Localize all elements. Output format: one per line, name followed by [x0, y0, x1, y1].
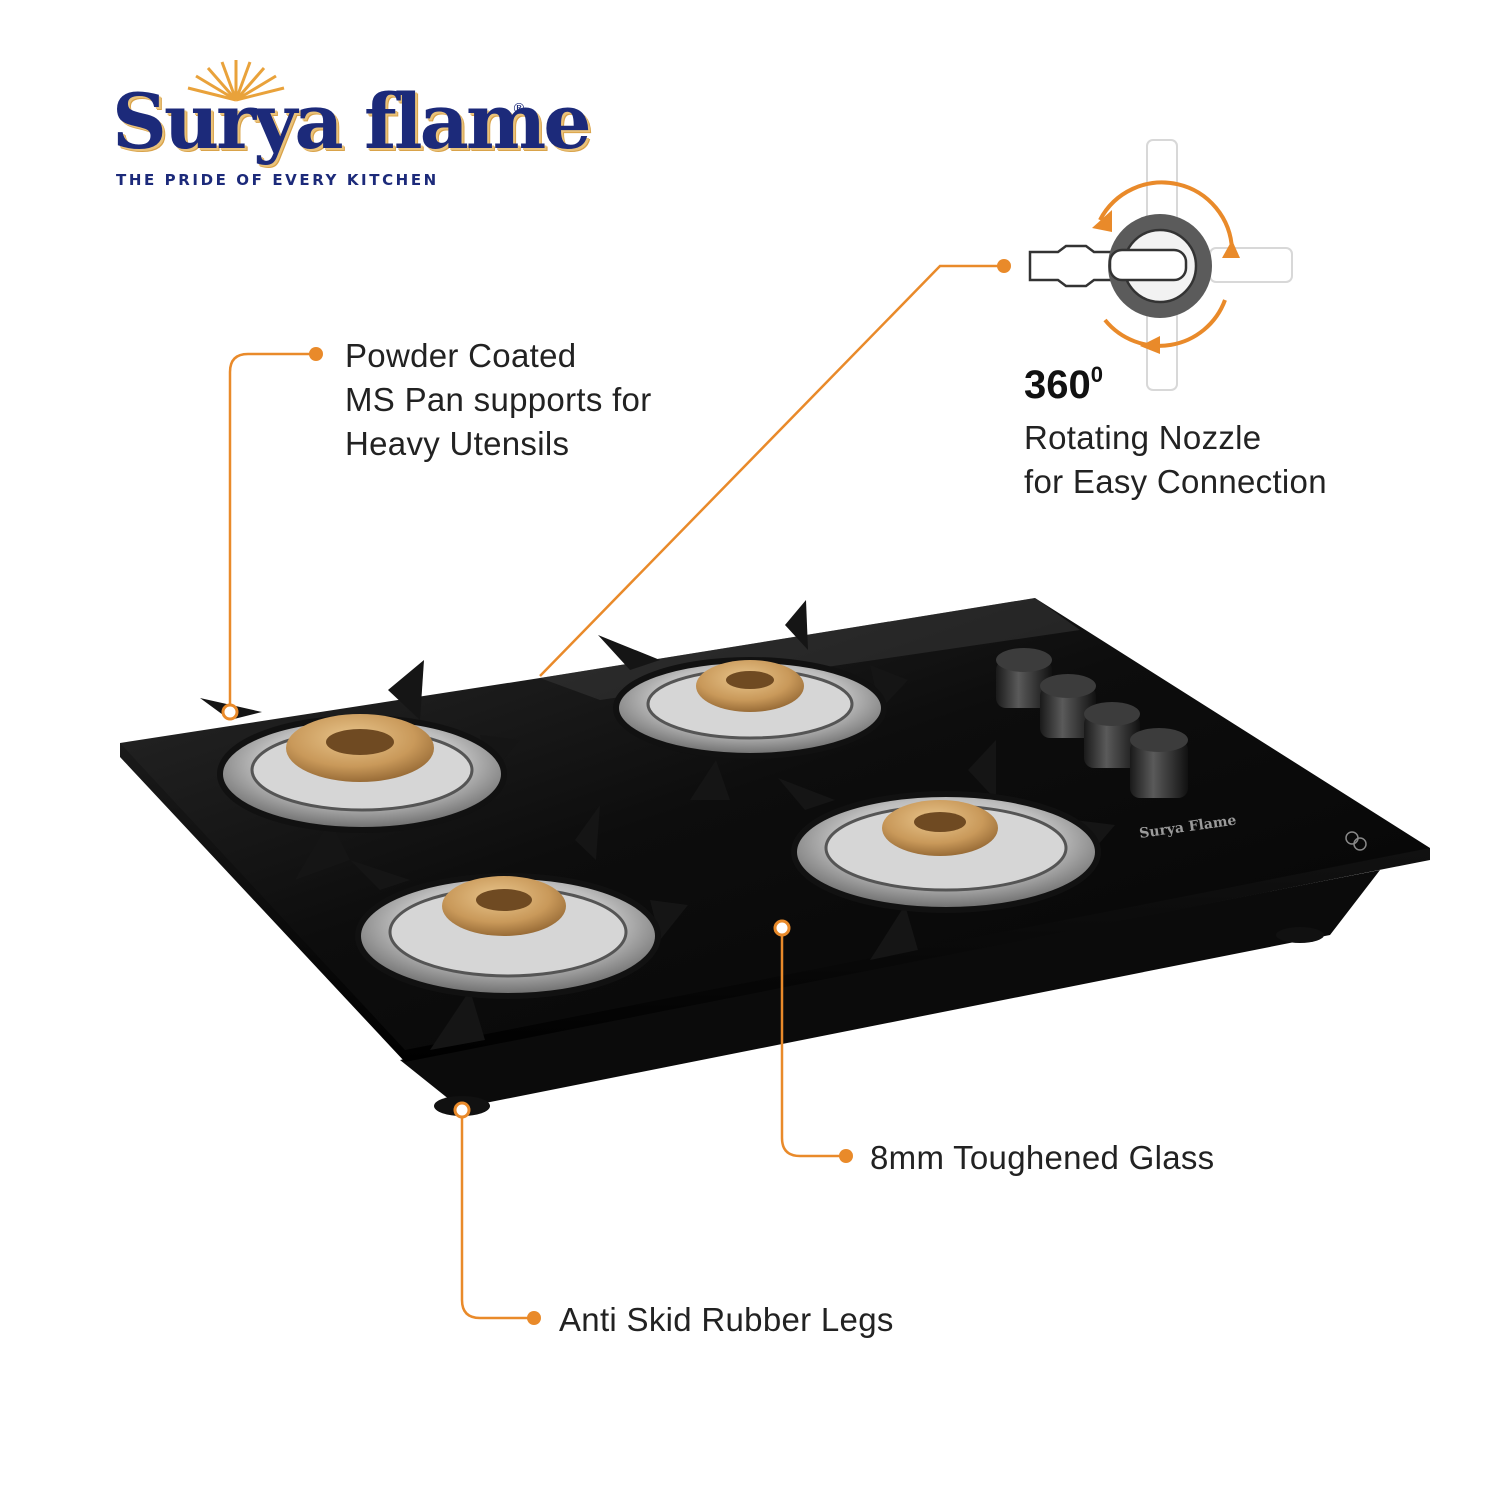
feature-pan-support: Powder Coated MS Pan supports for Heavy … — [345, 334, 652, 466]
callout-line-legs — [460, 1110, 534, 1320]
knob-1 — [996, 648, 1052, 708]
nozzle-rotation-value: 3600 — [1024, 362, 1103, 408]
feature-rubber-legs: Anti Skid Rubber Legs — [559, 1301, 894, 1338]
gas-nozzle-icon — [1028, 139, 1293, 391]
brand-logo-wordmark: Surya flame — [112, 77, 592, 166]
feature-pan-support-line-1: Powder Coated — [345, 337, 577, 374]
callout-dots — [309, 259, 1011, 1325]
callout-anchor-dots — [221, 703, 791, 1119]
sun-rays-icon — [187, 60, 285, 102]
burner-front-right — [778, 740, 1115, 960]
burner-rear-right — [598, 600, 908, 800]
callout-lines — [228, 264, 1004, 1320]
callout-line-nozzle — [539, 264, 1004, 677]
control-knobs — [996, 648, 1188, 798]
feature-nozzle-line-2: for Easy Connection — [1024, 463, 1327, 500]
knob-2 — [1040, 674, 1096, 738]
knob-3 — [1084, 702, 1140, 768]
registered-mark: ® — [512, 101, 526, 117]
knob-4 — [1130, 728, 1188, 798]
nozzle-rotation-unit: 0 — [1090, 362, 1103, 387]
burner-front-left — [350, 805, 688, 1050]
callout-line-glass — [780, 928, 846, 1158]
feature-pan-support-line-2: MS Pan supports for — [345, 381, 652, 418]
feature-toughened-glass: 8mm Toughened Glass — [870, 1139, 1215, 1176]
brand-tagline: THE PRIDE OF EVERY KITCHEN — [116, 171, 439, 189]
callout-line-pan-support — [228, 352, 316, 712]
feature-nozzle-line-1: Rotating Nozzle — [1024, 419, 1262, 456]
rotation-arrow-icon — [1098, 180, 1234, 348]
feature-nozzle: Rotating Nozzle for Easy Connection — [1024, 416, 1327, 504]
feature-pan-support-line-3: Heavy Utensils — [345, 425, 570, 462]
nozzle-rotation-number: 360 — [1024, 363, 1091, 407]
